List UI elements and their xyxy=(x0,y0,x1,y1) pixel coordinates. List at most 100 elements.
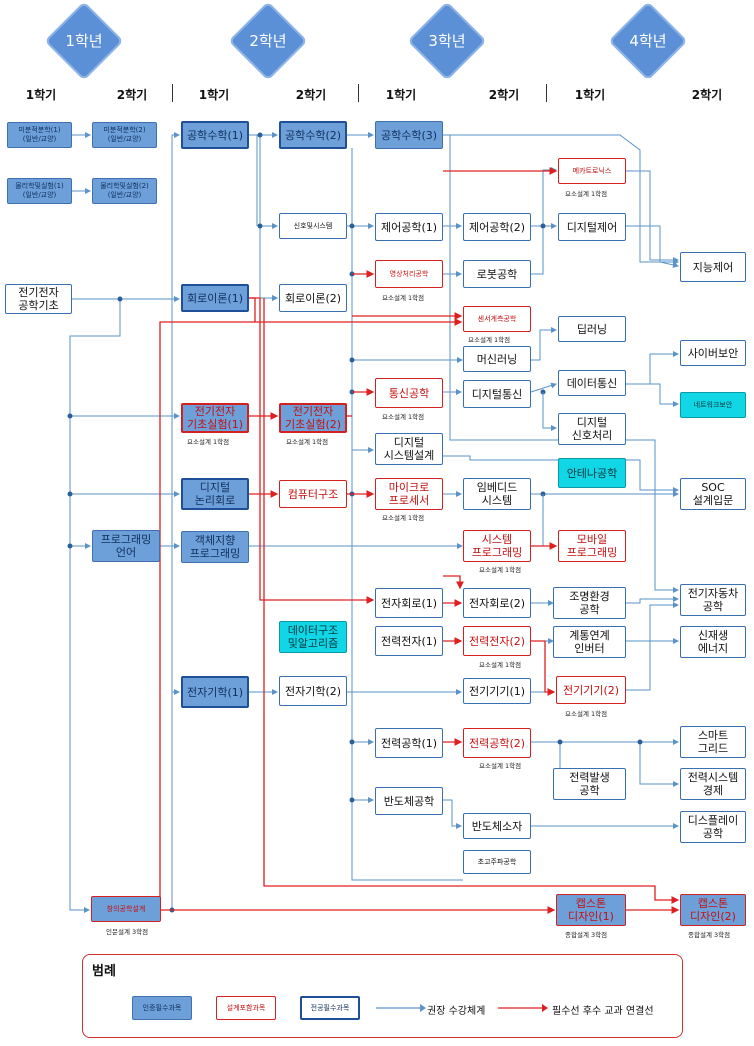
course-signals-systems: 신호및시스템 xyxy=(279,213,347,239)
recommended-link xyxy=(626,170,679,263)
design-credit-note: 요소설계 1학점 xyxy=(382,413,425,421)
junction-dot xyxy=(637,739,643,745)
recommended-link xyxy=(259,135,278,229)
junction-dot xyxy=(67,491,73,497)
legend-design-swatch: 설계포함과목 xyxy=(216,996,276,1020)
course-power-generation: 전력발생 공학 xyxy=(553,768,626,800)
course-eng-math-1: 공학수학(1) xyxy=(181,121,249,149)
course-power-eng-1: 전력공학(1) xyxy=(375,728,443,758)
recommended-link xyxy=(259,226,278,301)
course-intelligent-control: 지능제어 xyxy=(680,252,746,282)
course-communications: 통신공학 xyxy=(375,378,443,408)
course-network-security: 네트워크보안 xyxy=(680,392,746,418)
course-ee-lab-1: 전기전자 기초실험(1) xyxy=(181,403,249,433)
recommended-link xyxy=(639,742,679,787)
design-credit-note: 인문설계 3학점 xyxy=(106,928,149,936)
course-semiconductor-eng: 반도체공학 xyxy=(375,787,443,815)
recommended-link xyxy=(443,134,679,265)
design-credit-note: 요소설계 1학점 xyxy=(479,661,522,669)
recommended-link xyxy=(542,392,557,431)
course-lighting-environment: 조명환경 공학 xyxy=(553,587,626,619)
legend-red-arrow xyxy=(498,1004,548,1012)
design-credit-note: 종합설계 3학점 xyxy=(688,931,731,939)
recommended-link xyxy=(443,134,679,593)
recommended-link xyxy=(531,327,557,361)
course-electronic-circuits-2: 전자회로(2) xyxy=(463,588,531,618)
prerequisite-link xyxy=(159,321,255,910)
semester-label: 2학기 xyxy=(295,88,327,102)
legend-cert-swatch: 인증필수과목 xyxy=(132,996,192,1020)
course-system-programming: 시스템 프로그래밍 xyxy=(463,530,531,562)
course-power-electronics-2: 전력전자(2) xyxy=(463,626,531,656)
course-data-communications: 데이터통신 xyxy=(558,370,626,396)
design-credit-note: 요소설계 1학점 xyxy=(468,336,511,344)
recommended-link xyxy=(542,167,557,226)
year-1-label: 1학년 xyxy=(65,32,103,50)
course-eng-math-3: 공학수학(3) xyxy=(375,121,443,149)
semester-label: 2학기 xyxy=(116,88,148,102)
junction-dot xyxy=(67,413,73,419)
legend-recommended-label: 권장 수강체계 xyxy=(427,1006,486,1017)
course-power-system-economics: 전력시스템 경제 xyxy=(680,768,746,800)
course-soc-design: SOC 설계입문 xyxy=(680,478,746,510)
design-credit-note: 요소설계 1학점 xyxy=(565,710,608,718)
course-power-eng-2: 전력공학(2) xyxy=(463,728,531,758)
legend-major-swatch: 전공필수과목 xyxy=(300,996,360,1020)
junction-dot xyxy=(257,132,263,138)
prerequisite-link xyxy=(263,298,680,904)
prerequisite-link xyxy=(443,575,464,590)
recommended-link xyxy=(542,494,557,549)
semester-label: 2학기 xyxy=(488,88,520,102)
recommended-link xyxy=(530,382,557,393)
recommended-link xyxy=(69,299,121,913)
course-mobile-programming: 모바일 프로그래밍 xyxy=(558,530,626,562)
course-capstone-1: 캡스톤 디자인(1) xyxy=(556,894,626,926)
semester-label: 1학기 xyxy=(385,88,417,102)
course-calculus-2: 미분적분학(2) (일반/교양) xyxy=(92,122,157,148)
junction-dot xyxy=(557,739,563,745)
course-computer-architecture: 컴퓨터구조 xyxy=(279,480,347,508)
course-display-eng: 디스플레이 공학 xyxy=(680,811,746,843)
course-electronic-circuits-1: 전자회로(1) xyxy=(375,588,443,618)
course-creative-design: 창의공학설계 xyxy=(91,896,161,922)
legend-prerequisite-label: 필수선 후수 교과 연결선 xyxy=(552,1006,654,1017)
course-microprocessor: 마이크로 프로세서 xyxy=(375,478,443,510)
recommended-link xyxy=(160,132,180,911)
junction-dot xyxy=(117,296,123,302)
course-control-2: 제어공학(2) xyxy=(463,213,531,241)
year-3-label: 3학년 xyxy=(428,32,466,50)
course-oop: 객체지향 프로그래밍 xyxy=(181,531,249,563)
design-credit-note: 요소설계 1학점 xyxy=(382,294,425,302)
course-ee-fundamentals: 전기전자 공학기초 xyxy=(5,284,72,314)
course-digital-signal-processing: 디지털 신호처리 xyxy=(558,413,626,445)
course-programming-language: 프로그래밍 언어 xyxy=(92,530,160,562)
design-credit-note: 요소설계 1학점 xyxy=(286,438,329,446)
design-credit-note: 요소설계 1학점 xyxy=(382,514,425,522)
recommended-link xyxy=(443,799,462,829)
semester-label: 1학기 xyxy=(574,88,606,102)
recommended-link xyxy=(626,225,679,268)
legend-panel xyxy=(82,954,683,1038)
course-electric-machines-2: 전기기기(2) xyxy=(556,676,626,704)
course-sensor-measurement: 센서계측공학 xyxy=(463,306,531,332)
course-circuit-theory-1: 회로이론(1) xyxy=(181,284,249,312)
junction-dot xyxy=(257,223,263,229)
recommended-link xyxy=(626,596,679,604)
junction-dot xyxy=(349,357,355,363)
course-ee-lab-2: 전기전자 기초실험(2) xyxy=(279,403,347,433)
design-credit-note: 요소설계 1학점 xyxy=(565,190,608,198)
recommended-link xyxy=(626,602,679,691)
recommended-link xyxy=(443,455,679,493)
course-circuit-theory-2: 회로이론(2) xyxy=(279,284,347,312)
course-digital-communications: 디지털통신 xyxy=(463,380,531,408)
course-electric-machines-1: 전기기기(1) xyxy=(463,678,531,704)
junction-dot xyxy=(349,797,355,803)
course-machine-learning: 머신러닝 xyxy=(463,346,531,372)
course-capstone-2: 캡스톤 디자인(2) xyxy=(680,894,746,926)
course-embedded-systems: 임베디드 시스템 xyxy=(463,478,531,510)
course-electromagnetics-1: 전자기학(1) xyxy=(181,676,249,708)
junction-dot xyxy=(67,543,73,549)
course-antenna-eng: 안테나공학 xyxy=(558,458,626,488)
course-digital-logic: 디지털 논리회로 xyxy=(181,478,249,510)
semester-divider xyxy=(358,84,359,102)
